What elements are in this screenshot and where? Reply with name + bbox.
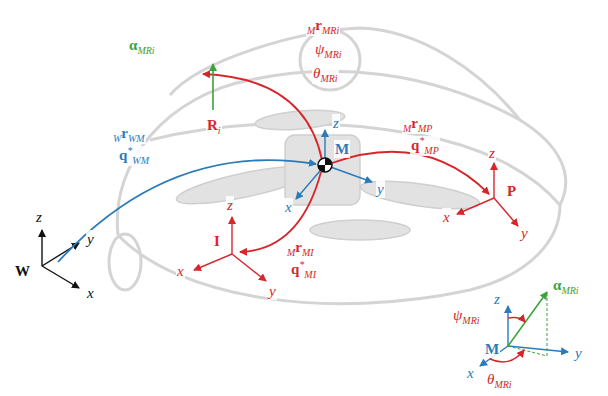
frame-name: M <box>334 140 350 158</box>
rotation-label: q*MP <box>410 136 440 156</box>
position-label: MrMRi <box>306 16 340 36</box>
angle-label: θMRi <box>486 370 513 390</box>
axis-label: y <box>574 344 583 362</box>
frame-name: P <box>506 182 517 200</box>
axis-label: z <box>35 208 43 226</box>
frame-name: W <box>14 262 31 280</box>
axis-label: z <box>488 144 496 162</box>
axis-label: z <box>332 114 340 132</box>
angle-label: ψMRi <box>452 306 481 326</box>
axis-label: x <box>86 284 95 302</box>
axis-label: z <box>493 290 501 308</box>
frame-name: M <box>484 340 500 358</box>
position-label: WrWM <box>112 124 146 144</box>
rotation-label: q*WM <box>118 146 150 166</box>
vector-label: αMRi <box>128 36 156 56</box>
angle-label: ψMRi <box>314 40 343 60</box>
rotation-label: q*MI <box>290 260 317 280</box>
axis-label: y <box>376 180 385 198</box>
position-label: MrMI <box>286 238 315 258</box>
vector-label: αMRi <box>552 276 580 296</box>
axis-label: y <box>268 282 277 300</box>
axis-label: y <box>520 224 529 242</box>
angle-label: θMRi <box>312 64 339 84</box>
axis-label: z <box>226 196 234 214</box>
position-label: MrMP <box>402 114 433 134</box>
frame-name: I <box>213 232 221 250</box>
axis-label: x <box>176 262 185 280</box>
axis-label: x <box>442 208 451 226</box>
axis-label: y <box>86 230 95 248</box>
axis-label: x <box>284 198 293 216</box>
axis-label: x <box>466 364 475 382</box>
frame-name: Ri <box>206 116 222 136</box>
